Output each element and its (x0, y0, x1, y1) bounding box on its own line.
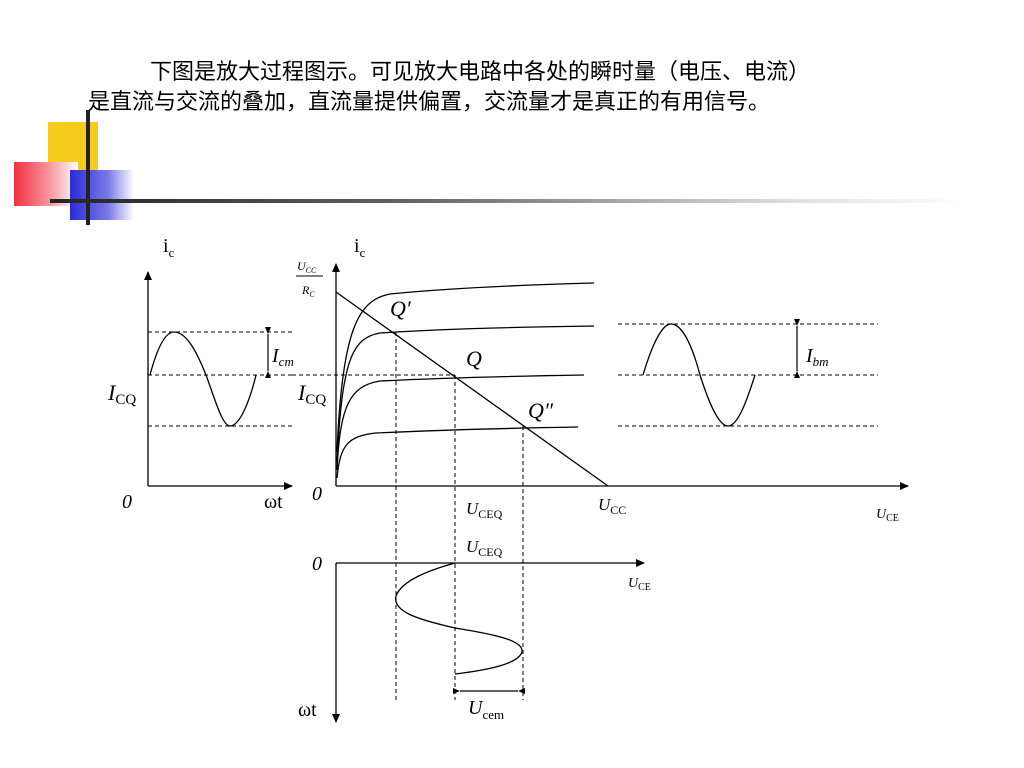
q-prime-label: Q′ (390, 296, 412, 321)
corner-decoration (0, 110, 1024, 230)
red-square (14, 162, 78, 206)
characteristic-curve-4 (336, 426, 579, 479)
right-x-axis-label: UCE (876, 507, 899, 524)
uceq-label: UCEQ (466, 499, 503, 521)
caption-line-1: 下图是放大过程图示。可见放大电路中各处的瞬时量（电压、电流） (150, 60, 811, 85)
middle-origin-label: 0 (312, 483, 322, 505)
left-icq-label: ICQ (107, 380, 136, 408)
bottom-uceq-label: UCEQ (466, 537, 503, 559)
characteristic-curve-1 (336, 282, 595, 453)
load-line (335, 291, 609, 487)
left-icm-label: Icm (271, 345, 294, 369)
q-double-prime-label: Q″ (528, 398, 554, 423)
left-y-axis-label: ic (163, 235, 175, 260)
bottom-origin-label: 0 (312, 553, 322, 575)
bottom-x-axis-label: UCE (628, 576, 651, 593)
left-ic-waveform-plot (144, 271, 293, 490)
bottom-uce-waveform-plot (332, 559, 645, 723)
caption-line-2: 是直流与交流的叠加，直流量提供偏置，交流量才是真正的有用信号。 (88, 90, 771, 115)
horizontal-rule (50, 199, 970, 203)
output-characteristic-plot (292, 263, 909, 700)
right-ib-waveform-plot (618, 319, 878, 427)
vertical-bar (86, 110, 90, 225)
ucc-label: UCC (598, 495, 626, 517)
q-label: Q (466, 346, 482, 371)
svg-text:UCC: UCC (297, 259, 317, 275)
left-sine-wave (149, 331, 257, 427)
ucem-label: Ucem (468, 697, 504, 722)
right-sine-wave (642, 323, 756, 427)
bottom-y-axis-label: ωt (298, 699, 317, 721)
characteristic-curve-3 (336, 374, 585, 471)
middle-y-axis-label: ic (354, 235, 366, 260)
caption: 下图是放大过程图示。可见放大电路中各处的瞬时量（电压、电流） 是直流与交流的叠加… (88, 58, 1008, 118)
ibm-label: Ibm (805, 345, 829, 369)
svg-text:RC: RC (301, 283, 315, 299)
ucc-over-rc-label: UCC RC (296, 259, 323, 299)
characteristic-curve-2 (336, 325, 595, 463)
left-origin-label: 0 (122, 491, 132, 513)
blue-square (70, 170, 134, 220)
left-x-axis-label: ωt (264, 491, 283, 513)
middle-icq-label: ICQ (297, 380, 326, 408)
bottom-sine-wave (395, 562, 523, 675)
